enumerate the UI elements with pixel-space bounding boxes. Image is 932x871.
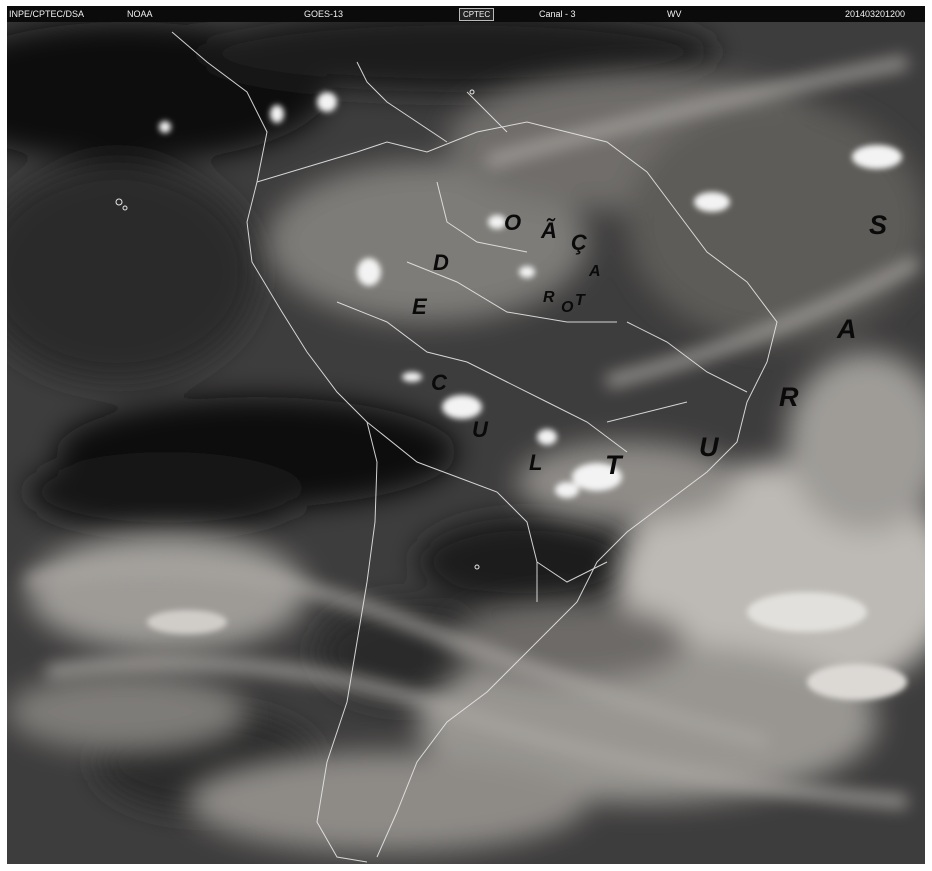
- overlay-letter: A: [837, 314, 857, 344]
- overlay-letter: A: [589, 263, 601, 280]
- overlay-letter: D: [433, 250, 449, 275]
- image-header-bar: INPE/CPTEC/DSA NOAA GOES-13 CPTEC Canal …: [7, 6, 925, 22]
- header-source: INPE/CPTEC/DSA: [9, 9, 85, 19]
- overlay-letter: Ã: [541, 218, 557, 243]
- overlay-letter: T: [605, 450, 622, 480]
- header-agency: NOAA: [127, 9, 153, 19]
- jet-streaks: [25, 55, 921, 809]
- overlay-letter: R: [543, 289, 555, 306]
- overlay-letter: U: [472, 417, 488, 442]
- dry-air-regions: [7, 22, 717, 812]
- overlay-letter: E: [412, 294, 427, 319]
- header-channel: Canal - 3: [539, 9, 576, 19]
- overlay-letter: O: [561, 299, 574, 316]
- coastline-borders: [171, 31, 778, 863]
- header-timestamp: 201403201200: [845, 9, 906, 19]
- overlay-letter: L: [529, 450, 543, 475]
- header-satellite: GOES-13: [304, 9, 344, 19]
- overlay-letter: U: [699, 432, 719, 462]
- satellite-image-frame: INPE/CPTEC/DSA NOAA GOES-13 CPTEC Canal …: [7, 6, 925, 864]
- overlay-letter: T: [575, 292, 585, 309]
- islands: [115, 89, 480, 570]
- overlay-letter: Ç: [571, 230, 587, 255]
- water-vapor-imagery: [7, 22, 925, 864]
- overlay-letter: R: [779, 382, 799, 412]
- moist-air-regions: [7, 72, 925, 852]
- convective-clouds: [147, 92, 907, 700]
- overlay-letter: C: [431, 370, 447, 395]
- cptec-logo: CPTEC: [459, 8, 495, 21]
- overlay-letter: S: [869, 210, 888, 240]
- header-band: WV: [667, 9, 682, 19]
- overlay-letter: O: [504, 210, 522, 235]
